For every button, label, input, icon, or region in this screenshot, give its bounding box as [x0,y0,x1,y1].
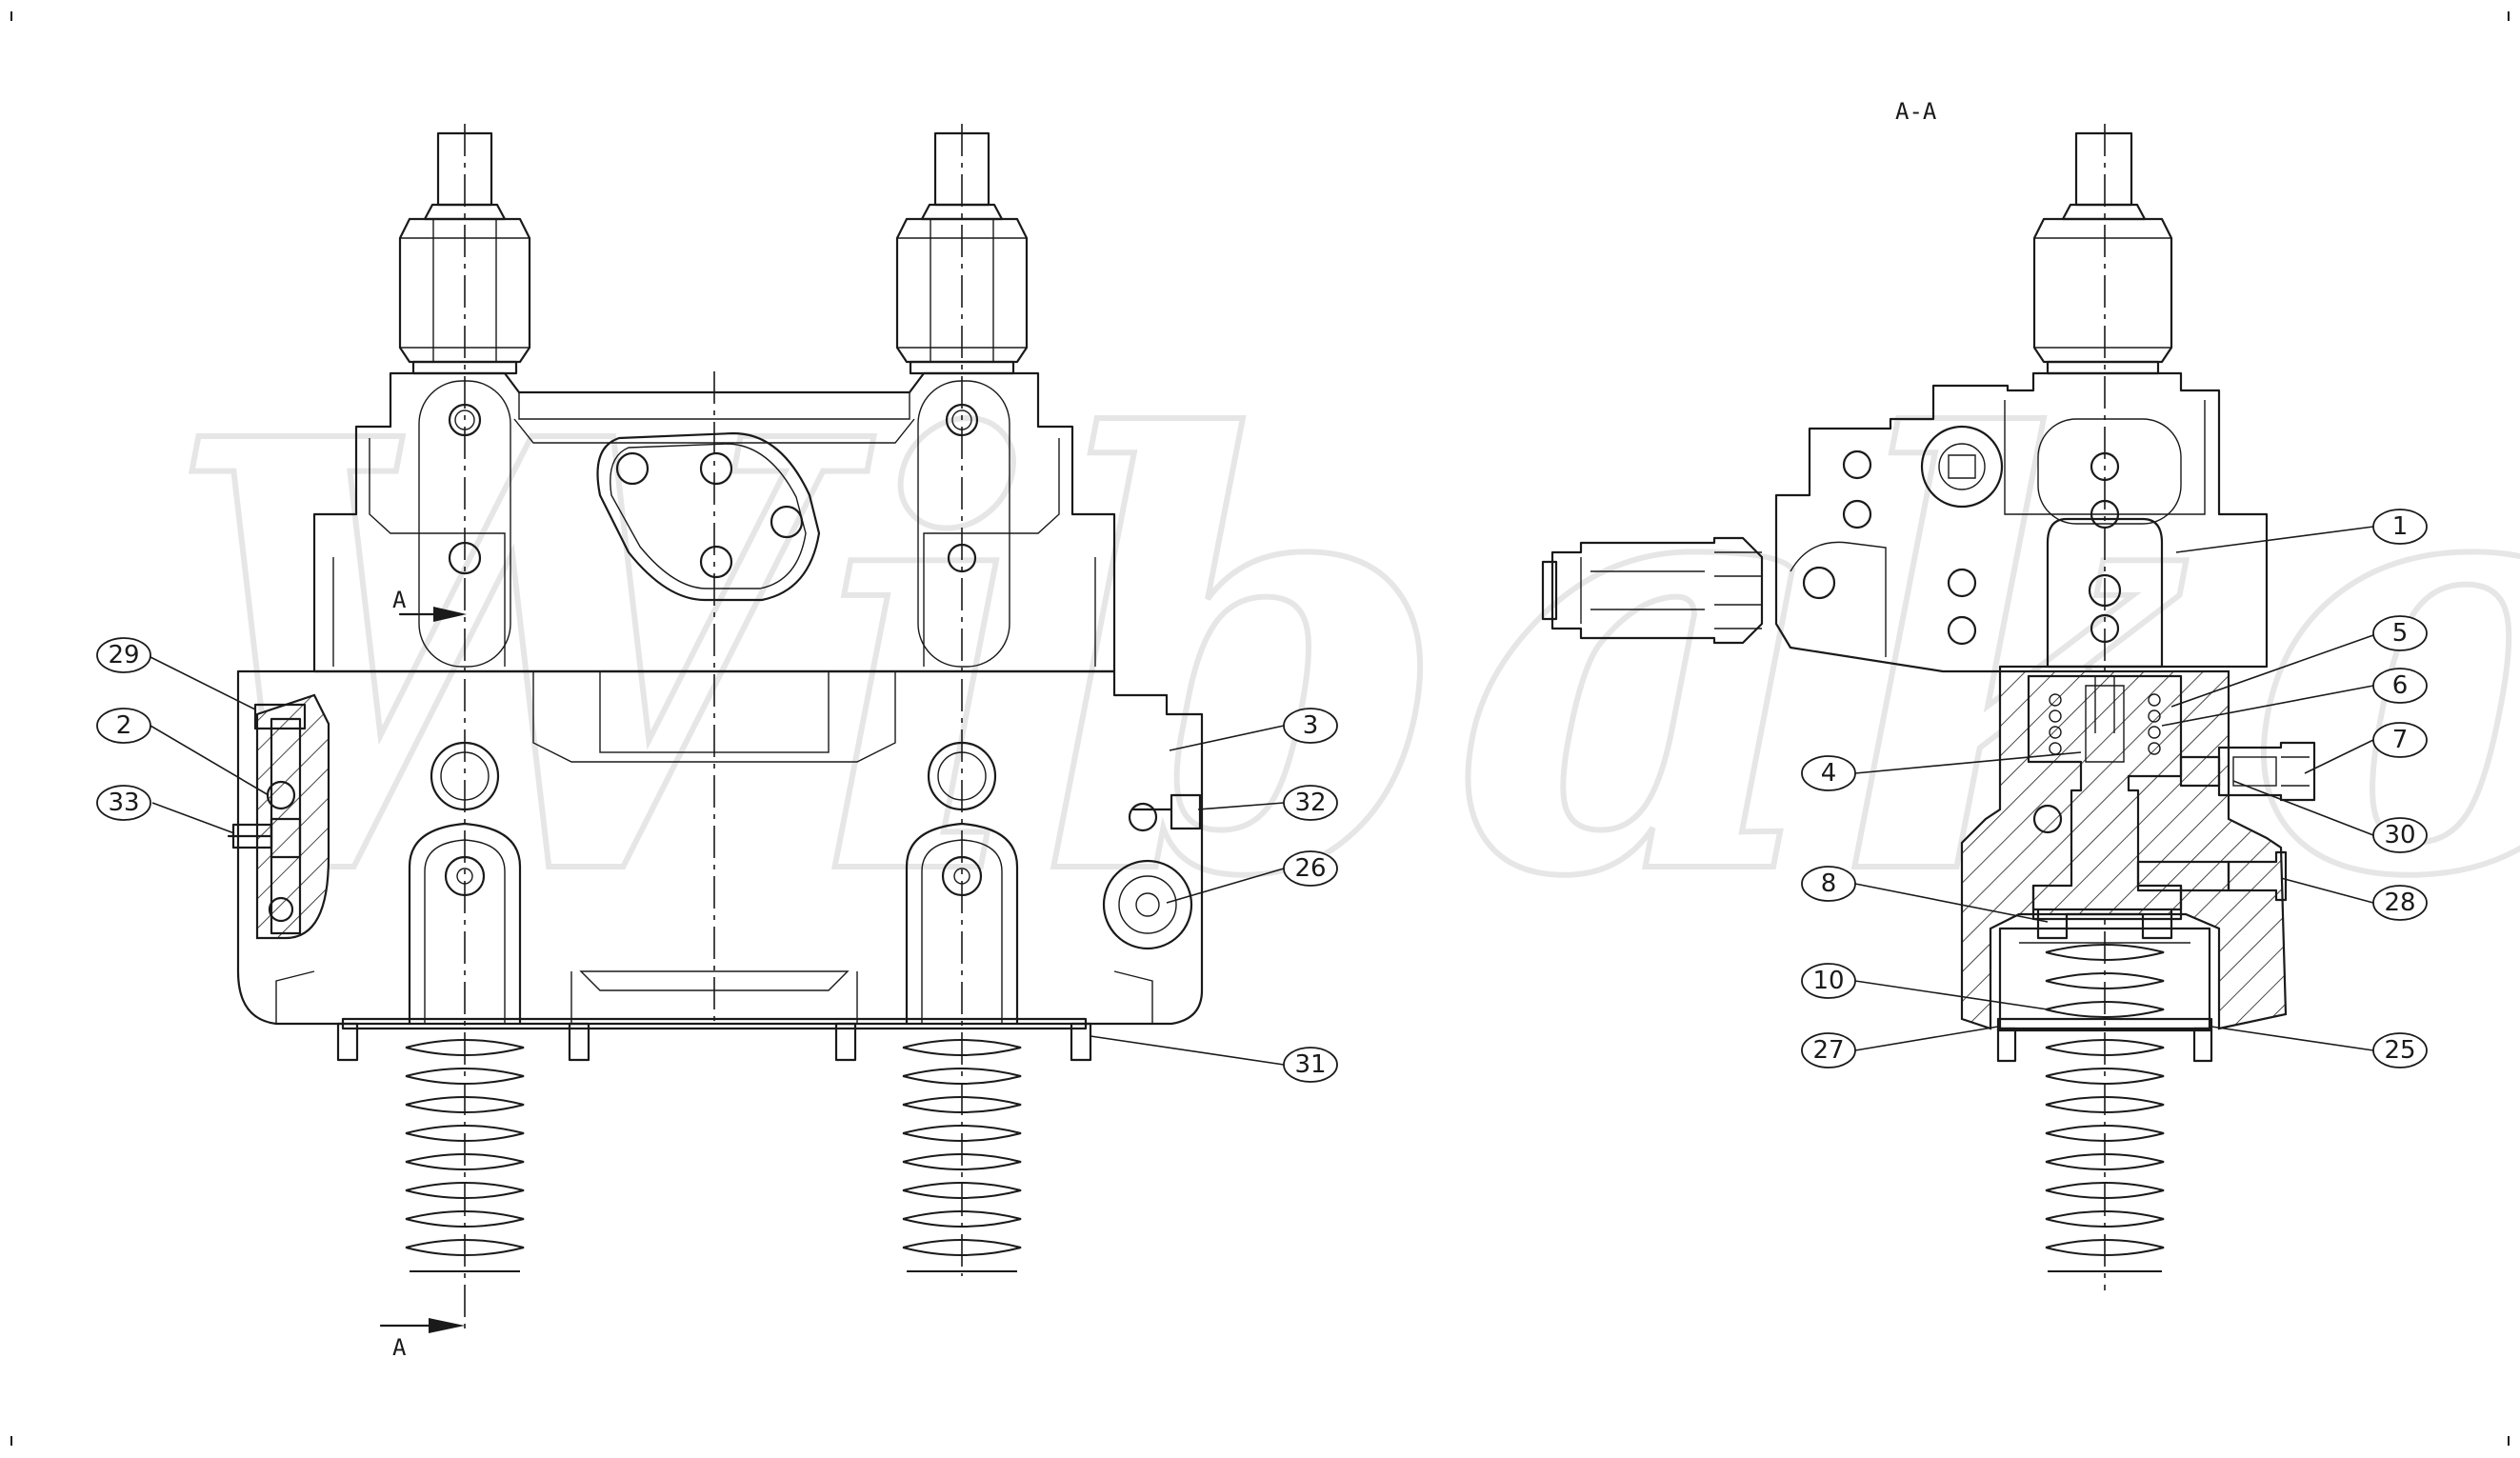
balloon-2: 2 [96,708,151,744]
plug-32 [1131,793,1202,830]
svg-text:32: 32 [1294,789,1326,817]
svg-text:27: 27 [1812,1036,1844,1065]
bolt-hole [770,505,804,539]
balloon-32: 32 [1283,785,1338,821]
balloons-section-view: 1 5 6 4 7 30 8 28 10 27 25 [1801,509,2428,1069]
balloon-33: 33 [96,785,151,821]
svg-text:25: 25 [2384,1036,2415,1065]
balloons-front-view: 29 2 33 3 32 26 31 [96,637,1338,1083]
balloon-25: 25 [2372,1032,2428,1069]
port-plate [596,431,821,602]
svg-text:3: 3 [1303,711,1319,740]
balloon-29: 29 [96,637,151,673]
svg-text:33: 33 [108,789,139,817]
bolt-hole [615,451,650,486]
port-26 [1102,859,1193,950]
balloon-31: 31 [1283,1047,1338,1083]
svg-text:29: 29 [108,641,139,669]
balloon-7: 7 [2372,722,2428,758]
section-body [1960,669,2288,1030]
svg-text:28: 28 [2384,889,2415,917]
cut-mark-bottom: A [379,1318,465,1361]
svg-text:7: 7 [2392,726,2409,754]
spring-seat-left [408,822,522,1026]
svg-text:30: 30 [2384,821,2415,849]
balloon-8: 8 [1801,866,1856,902]
cut-mark-label: A [392,587,407,613]
lower-body [236,669,1204,1026]
svg-text:31: 31 [1294,1050,1326,1079]
balloon-27: 27 [1801,1032,1856,1069]
svg-text:1: 1 [2392,512,2409,541]
section-view-title: A-A [1895,98,1937,125]
spring-section [2045,944,2165,1272]
svg-text:4: 4 [1821,759,1837,788]
plug-28 [2227,850,2288,902]
balloon-10: 10 [1801,963,1856,999]
leader-lines [150,526,2374,1066]
spring-right [902,1039,1022,1272]
fitting-7 [2217,741,2316,802]
pressure-sensor [1541,536,1764,645]
svg-text:10: 10 [1812,967,1844,995]
svg-text:2: 2 [116,711,132,740]
svg-text:26: 26 [1294,854,1326,883]
cut-mark-label: A [392,1334,407,1361]
section-view [1541,124,2316,1290]
front-view: A A [227,124,1204,1361]
bolt-hole [699,545,733,579]
inner-spring [2049,693,2161,755]
balloon-26: 26 [1283,850,1338,887]
balloon-28: 28 [2372,885,2428,921]
cut-mark-top: A [392,587,467,622]
balloon-1: 1 [2372,509,2428,545]
balloon-3: 3 [1283,708,1338,744]
balloon-4: 4 [1801,755,1856,791]
balloon-30: 30 [2372,817,2428,853]
sheet-corner-marks [10,11,2510,1446]
svg-text:5: 5 [2392,619,2409,648]
mounting-feet [336,1017,1092,1062]
balloon-6: 6 [2372,668,2428,704]
spring-seat-right [905,822,1019,1026]
balloon-5: 5 [2372,615,2428,651]
svg-text:6: 6 [2392,671,2409,700]
spring-left [405,1039,525,1272]
section-cut-left [255,693,330,940]
bolt-hole [699,451,733,486]
svg-text:8: 8 [1821,869,1837,898]
